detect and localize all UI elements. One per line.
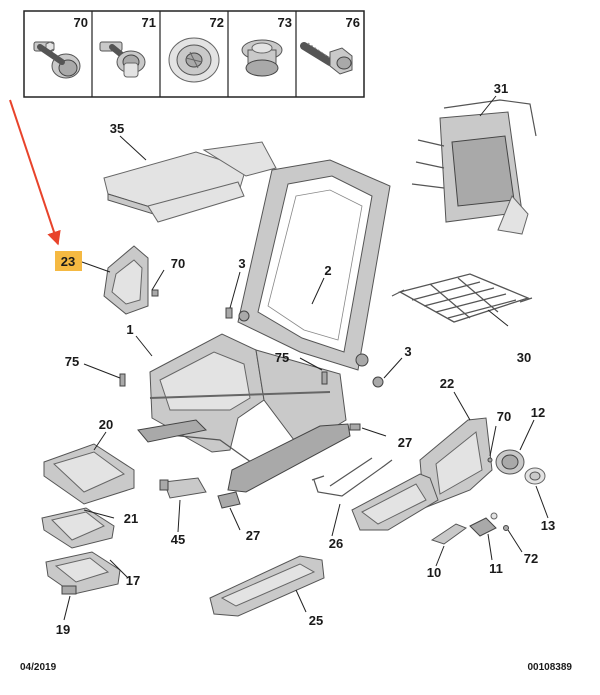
- callout-31: 31: [494, 81, 508, 96]
- callout-19: 19: [56, 622, 70, 637]
- part-35-cushion-pad: [103, 141, 277, 223]
- callout-72: 72: [524, 551, 538, 566]
- callout-30: 30: [517, 350, 531, 365]
- part-1-seat-frame: [137, 333, 351, 493]
- callout-35: 35: [110, 121, 124, 136]
- highlight-arrow: [9, 99, 61, 246]
- part-13-knob-cap: [524, 467, 546, 485]
- callout-17: 17: [126, 573, 140, 588]
- leader-lines: [63, 95, 549, 621]
- callout-70-lower: 70: [497, 409, 511, 424]
- hex-bolt-icon: [300, 42, 353, 75]
- flanged-nut-icon: [241, 39, 283, 77]
- part-45-actuator: [159, 477, 207, 499]
- callout-70-upper: 70: [171, 256, 185, 271]
- part-11-linkage: [469, 512, 509, 537]
- footer-doc-number: 00108389: [528, 662, 573, 673]
- part-25-rail-cover: [209, 555, 325, 617]
- flange-bolt-icon: [33, 41, 81, 79]
- highlight-badge: [55, 251, 82, 271]
- callout-75-left: 75: [65, 354, 79, 369]
- callout-2: 2: [324, 263, 331, 278]
- callout-10: 10: [427, 565, 441, 580]
- callout-27-right: 27: [398, 435, 412, 450]
- part-23-side-bracket: [103, 245, 159, 315]
- part-10-lever-handle: [430, 523, 468, 545]
- part-21-switch-bezel: [41, 507, 115, 549]
- fastener-ref-72: 72: [210, 15, 224, 30]
- callout-20: 20: [99, 417, 113, 432]
- callout-3-upper: 3: [238, 256, 245, 271]
- flange-nut-bolt-icon: [99, 41, 146, 78]
- small-fasteners: [119, 307, 493, 463]
- callout-25: 25: [309, 613, 323, 628]
- fastener-panel: 70 71 72 73 76: [23, 10, 365, 98]
- part-26-wire-rod: [311, 457, 393, 497]
- callout-21: 21: [124, 511, 138, 526]
- part-22-side-cover: [419, 417, 493, 509]
- callout-12: 12: [531, 405, 545, 420]
- callout-11: 11: [489, 561, 503, 576]
- callout-27-left: 27: [246, 528, 260, 543]
- part-31-back-panel: [411, 99, 537, 235]
- callout-3-lower: 3: [404, 344, 411, 359]
- callout-23[interactable]: 23: [61, 254, 75, 269]
- callout-13: 13: [541, 518, 555, 533]
- part-27-bracket: [217, 491, 241, 509]
- footer-date: 04/2019: [20, 662, 57, 673]
- part-20-front-trim: [43, 443, 135, 505]
- fastener-ref-71: 71: [142, 15, 156, 30]
- callout-26: 26: [329, 536, 343, 551]
- part-17-switch-trim: [45, 551, 121, 595]
- rivet-nut-icon: [168, 37, 220, 83]
- fastener-ref-73: 73: [278, 15, 292, 30]
- fastener-ref-76: 76: [346, 15, 360, 30]
- callout-45: 45: [171, 532, 185, 547]
- part-12-knob: [495, 449, 525, 475]
- callout-22: 22: [440, 376, 454, 391]
- part-2-backrest-frame: [237, 159, 391, 371]
- callout-1: 1: [126, 322, 133, 337]
- fastener-ref-70: 70: [74, 15, 88, 30]
- callout-75-right: 75: [275, 350, 289, 365]
- callouts: 31 35 23 70 3 2 1 75 75 3 30 22 70 12 27…: [56, 81, 555, 637]
- part-30-spring-mat: [391, 273, 533, 323]
- part-lower-side-trim: [351, 473, 439, 531]
